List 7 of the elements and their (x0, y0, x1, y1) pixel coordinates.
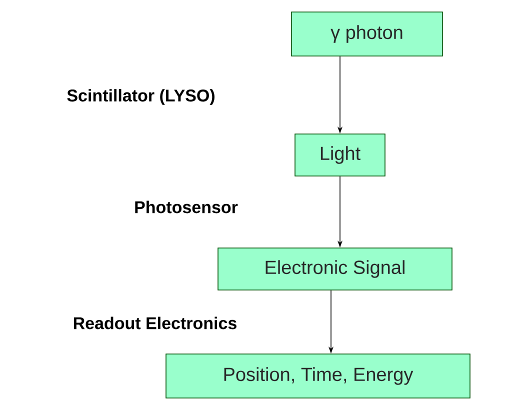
process-box: Position, Time, Energy (166, 354, 470, 398)
process-box: Light (294, 134, 386, 176)
process-label: Readout Electronics (74, 316, 236, 330)
process-box: γ photon (291, 12, 443, 56)
process-box: Electronic Signal (218, 248, 452, 290)
process-label: Scintillator (LYSO) (67, 89, 214, 105)
process-label: Photosensor (135, 200, 238, 214)
